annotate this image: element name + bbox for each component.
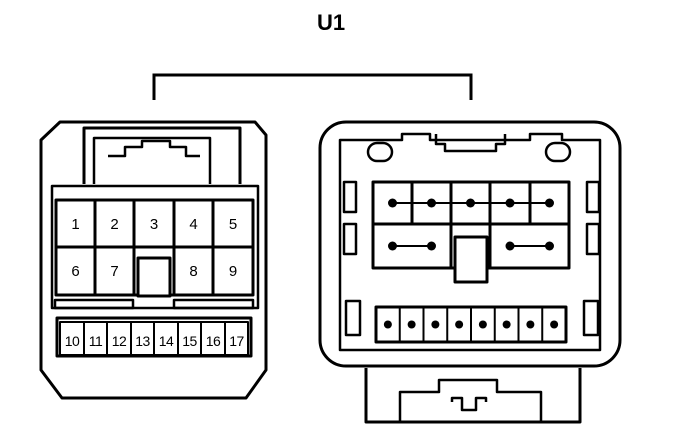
left-connector-housing [39, 120, 268, 400]
right-connector-face [338, 132, 602, 352]
pin-label: 10 [65, 333, 80, 349]
small-cavity-dot [431, 320, 440, 329]
right-side-guide [585, 180, 601, 214]
pin-label: 12 [112, 333, 127, 349]
pin-label: 6 [71, 263, 79, 280]
diagram-title: U1 [317, 10, 345, 35]
right-side-guide [342, 180, 358, 214]
small-cavity-dot [407, 320, 416, 329]
right-lower-latch-button [450, 396, 488, 412]
right-lower-latch [398, 378, 543, 422]
cavity-dot [388, 198, 397, 208]
small-cavity-dot [550, 320, 559, 329]
pin-label: 8 [189, 263, 197, 280]
right-pin-dots [383, 198, 559, 329]
title-bracket [152, 73, 473, 100]
left-separator-bar [53, 298, 135, 310]
small-cavity-dot [383, 320, 392, 329]
cavity-dot [427, 241, 436, 251]
pin-label: 11 [89, 333, 103, 349]
left-key-slot [136, 256, 172, 298]
right-top-latch [434, 134, 507, 153]
pin-label: 7 [110, 263, 118, 280]
left-connector [39, 120, 268, 400]
cavity-dot [505, 241, 515, 251]
right-side-guide [582, 299, 600, 337]
left-separator-bar [172, 298, 255, 310]
left-small-pin-dividers [83, 322, 226, 355]
right-mount-hole [544, 141, 572, 163]
pin-label: 5 [229, 216, 237, 233]
right-side-guide [344, 299, 362, 337]
small-cavity-dot [526, 320, 535, 329]
right-small-pin-dividers [398, 307, 544, 342]
pin-label: 14 [159, 333, 174, 349]
cavity-dot [388, 241, 397, 251]
pin-label: 15 [182, 333, 197, 349]
pin-label: 9 [229, 263, 237, 280]
left-connector-inner-panel [50, 184, 260, 310]
left-connector-latch-outer [82, 126, 242, 184]
right-side-guide [342, 222, 358, 256]
cavity-dot [505, 198, 515, 208]
small-cavity-dot [478, 320, 487, 329]
pin-label: 17 [229, 333, 244, 349]
right-key-slot [453, 235, 489, 284]
pin-label: 16 [206, 333, 221, 349]
right-connector-housing [318, 120, 622, 368]
small-cavity-dot [455, 320, 464, 329]
pin-label: 4 [189, 216, 197, 233]
small-cavity-dot [502, 320, 511, 329]
cavity-dot [466, 198, 475, 208]
cavity-dot [545, 241, 554, 251]
right-mount-hole [366, 141, 394, 163]
cavity-dot [545, 198, 554, 208]
left-connector-latch-inner [92, 136, 212, 184]
right-connector [318, 120, 622, 424]
pin-label: 13 [135, 333, 150, 349]
pin-label: 3 [150, 216, 158, 233]
right-side-guide [585, 222, 601, 256]
right-lower-body [364, 368, 582, 424]
left-connector-latch-button [108, 139, 200, 158]
pin-label: 2 [110, 216, 118, 233]
pin-label: 1 [71, 216, 79, 233]
cavity-dot [427, 198, 436, 208]
